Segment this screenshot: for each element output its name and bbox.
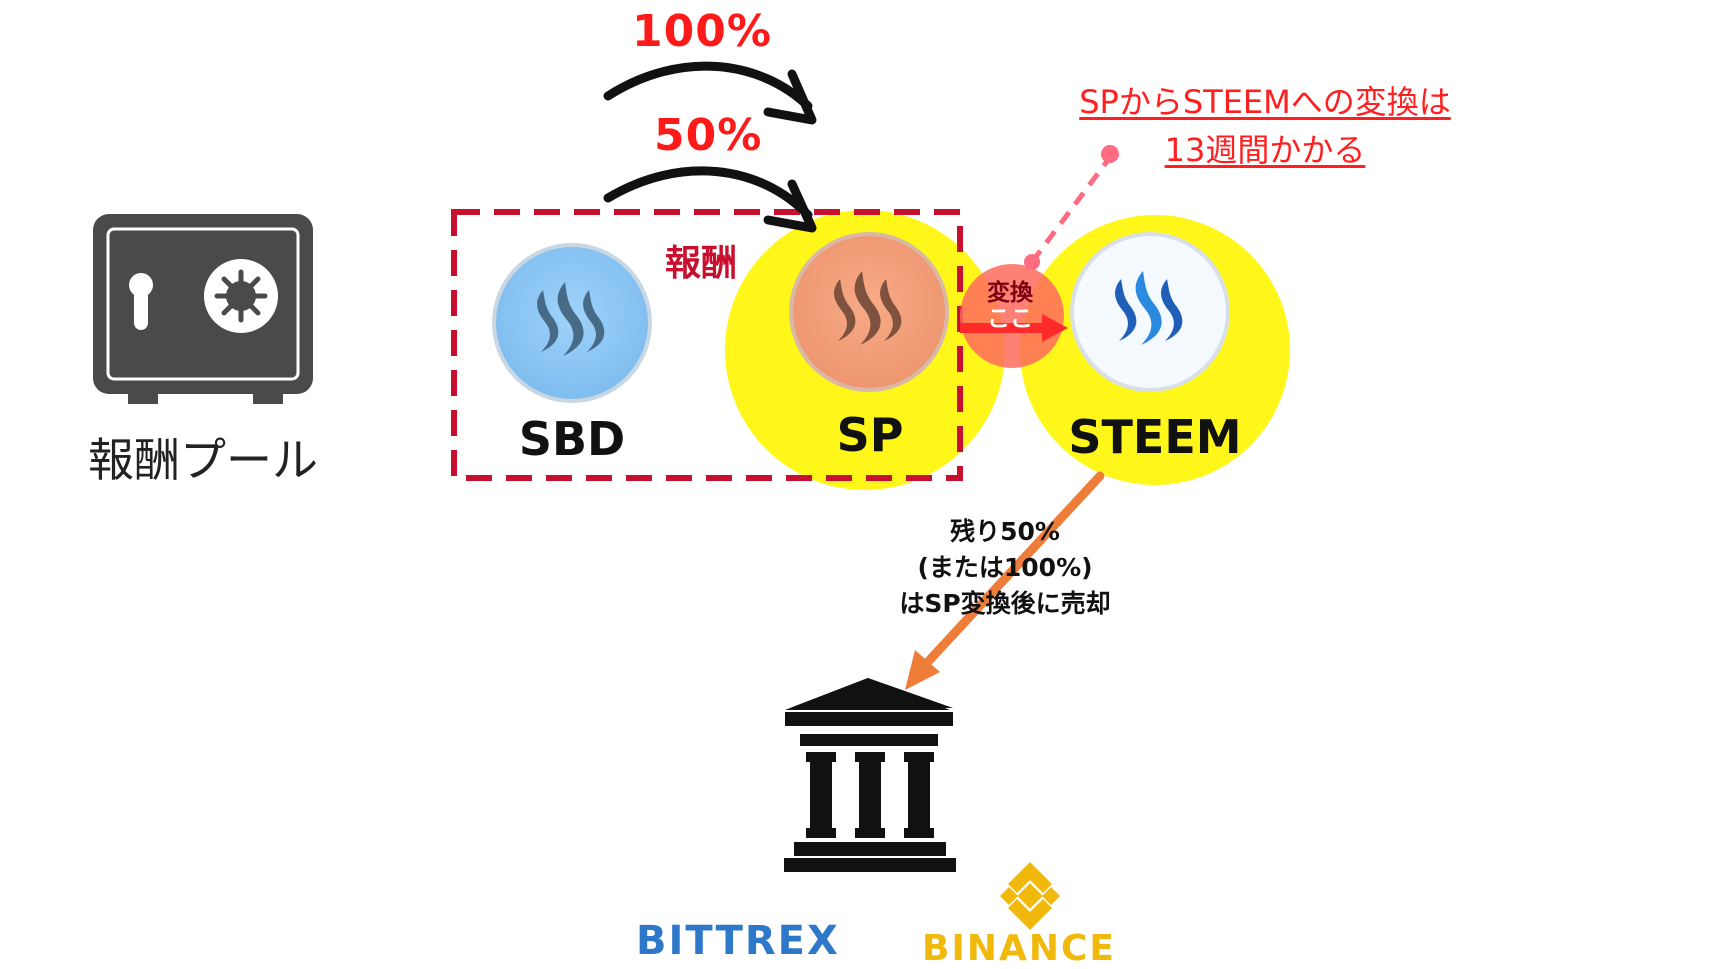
safe-icon — [93, 214, 313, 404]
reward-group-box — [451, 209, 963, 481]
bank-icon — [784, 678, 956, 872]
sp-coin — [789, 232, 949, 392]
note-line2: 13週間かかる — [1164, 131, 1366, 169]
sbd-coin — [492, 243, 652, 403]
steem-logo-icon — [1115, 271, 1183, 345]
conversion-line1: 変換 — [987, 280, 1033, 306]
sbd-label: SBD — [518, 412, 626, 466]
percent-100-label: 100% — [632, 6, 772, 57]
steem-logo-icon — [537, 282, 605, 356]
conversion-note: SPからSTEEMへの変換は 13週間かかる — [1020, 78, 1510, 174]
steem-coin — [1070, 232, 1230, 392]
binance-logo-icon — [1000, 862, 1060, 930]
conversion-marker — [960, 264, 1068, 368]
bittrex-label: BITTREX — [636, 918, 840, 964]
steem-logo-icon — [834, 271, 902, 345]
note-callout-line — [1024, 145, 1119, 270]
sell-arrow — [905, 471, 1105, 690]
reward-group-label: 報酬 — [665, 243, 738, 284]
sp-label: SP — [836, 408, 904, 462]
steem-label: STEEM — [1068, 410, 1242, 464]
conversion-label: 変換 ここ — [970, 280, 1050, 332]
arrow-100-percent — [603, 61, 817, 125]
remainder-line1: 残り50% — [950, 517, 1060, 546]
remainder-note: 残り50% (または100%) はSP変換後に売却 — [860, 514, 1150, 622]
arrow-50-percent — [603, 166, 817, 233]
note-line1: SPからSTEEMへの変換は — [1079, 83, 1451, 121]
percent-50-label: 50% — [654, 110, 763, 161]
binance-label: BINANCE — [922, 928, 1116, 969]
reward-pool-label: 報酬プール — [88, 433, 318, 487]
conversion-line2: ここ — [987, 306, 1033, 332]
remainder-line3: はSP変換後に売却 — [899, 589, 1111, 618]
remainder-line2: (または100%) — [917, 553, 1093, 582]
